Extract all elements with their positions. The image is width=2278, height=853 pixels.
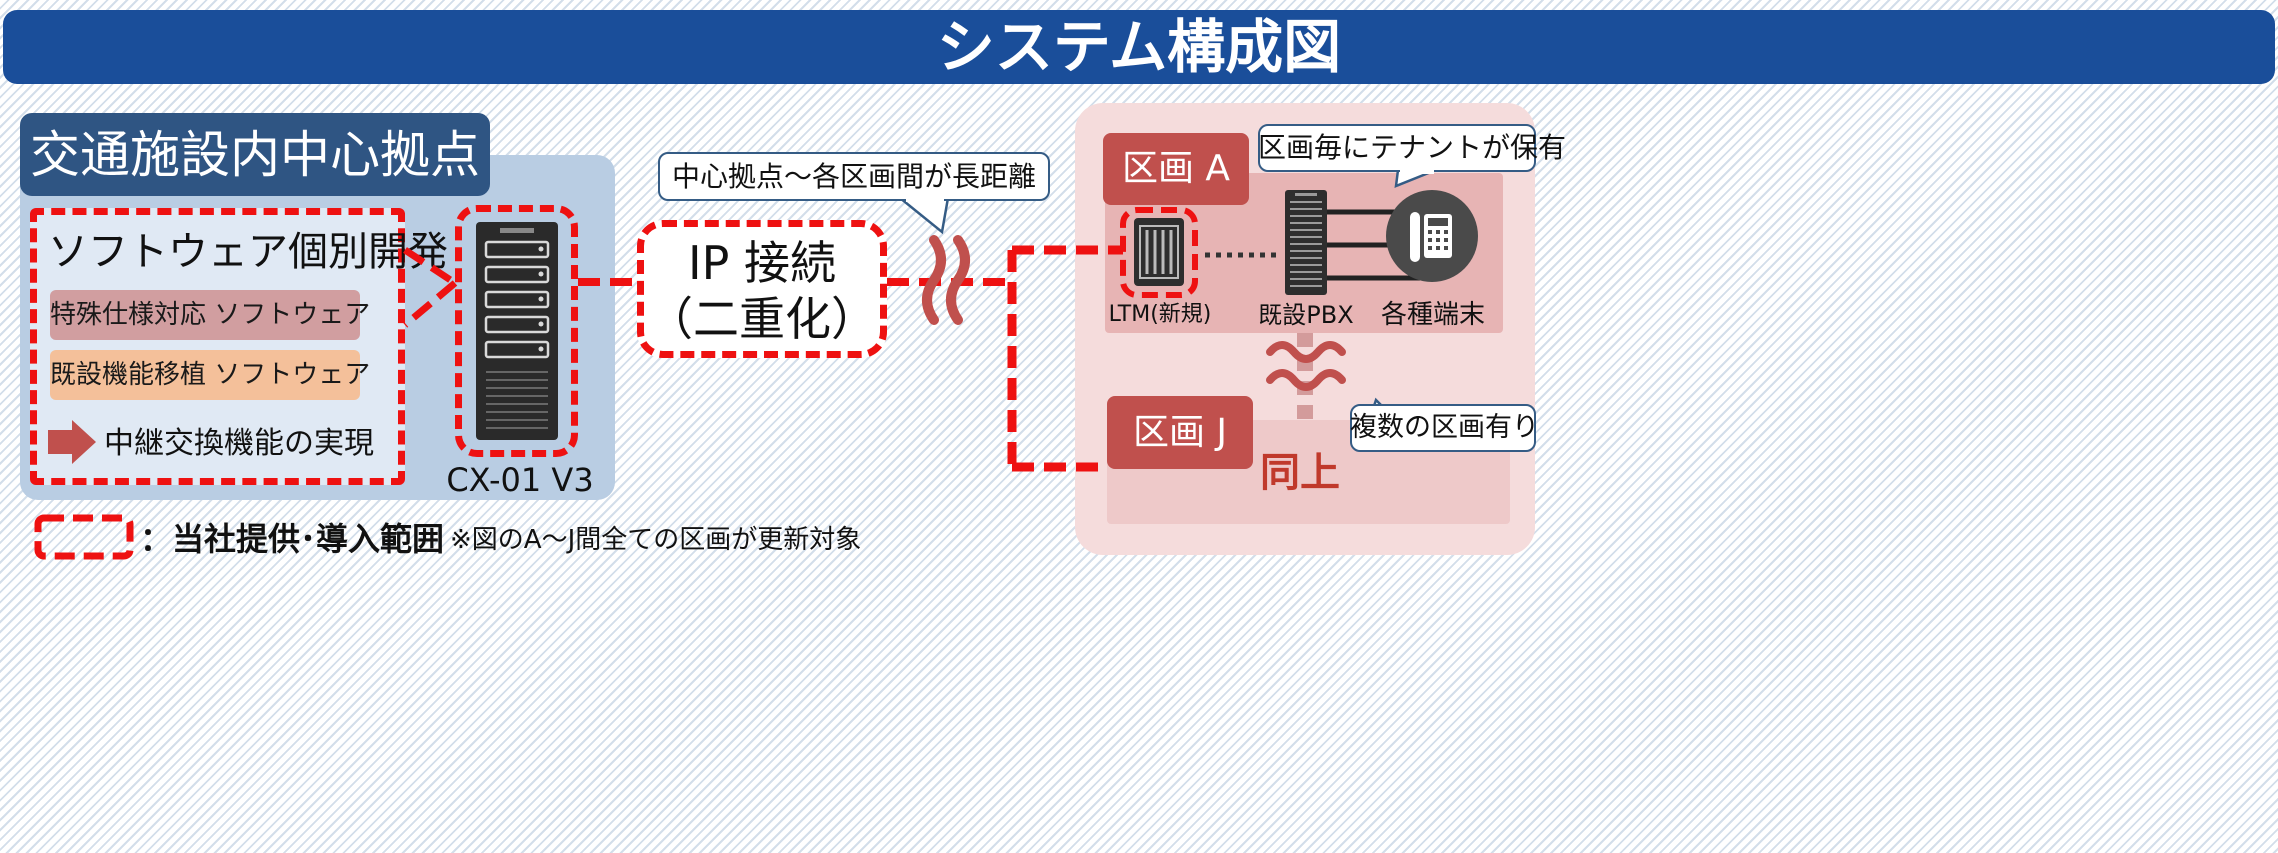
pbx-label: 既設PBX bbox=[1258, 301, 1354, 329]
page-title: システム構成図 bbox=[936, 13, 1342, 81]
section-a-callout bbox=[1258, 124, 1536, 172]
software-item-legacy-label: 既設機能移植 ソフトウェア bbox=[50, 360, 371, 390]
legend-label: ：当社提供･導入範囲 bbox=[140, 520, 445, 558]
telephone-icon bbox=[1386, 190, 1478, 282]
section-j-same-label: 同上 bbox=[1260, 450, 1340, 496]
software-item-special-label: 特殊仕様対応 ソフトウェア bbox=[50, 300, 371, 330]
section-j-callout-text: 複数の区画有り bbox=[1350, 412, 1539, 443]
relay-function-label: 中継交換機能の実現 bbox=[104, 426, 374, 461]
section-j-callout bbox=[1350, 404, 1536, 452]
software-heading: ソフトウェア個別開発 bbox=[48, 229, 448, 275]
connection-callout bbox=[658, 152, 1050, 201]
ltm-device-icon bbox=[1134, 218, 1184, 286]
server-label: CX-01 V3 bbox=[446, 461, 594, 499]
terminals-label: 各種端末 bbox=[1380, 300, 1485, 330]
server-rack-icon bbox=[476, 222, 558, 440]
section-a-title: 区画 A bbox=[1121, 148, 1231, 189]
center-hub-title: 交通施設内中心拠点 bbox=[30, 126, 480, 184]
legend-note: ※図のA～J間全ての区画が更新対象 bbox=[450, 525, 862, 555]
section-a-title-box bbox=[1103, 133, 1249, 205]
title-bar bbox=[3, 10, 2275, 84]
software-item-legacy bbox=[50, 350, 360, 400]
ltm-label: LTM(新規) bbox=[1108, 302, 1212, 327]
pbx-rack-icon bbox=[1285, 190, 1327, 295]
section-j-title-box bbox=[1107, 396, 1253, 469]
section-a-callout-text: 区画毎にテナントが保有 bbox=[1258, 131, 1567, 164]
ip-connection-redundant-label: （二重化） bbox=[647, 292, 877, 346]
section-j-title: 区画 J bbox=[1132, 412, 1228, 453]
legend-scope-icon bbox=[34, 514, 134, 560]
section-wave-icon-1 bbox=[1266, 341, 1346, 363]
connection-callout-pointer bbox=[896, 196, 950, 235]
relay-arrow-icon bbox=[48, 420, 96, 464]
software-to-server-arrow bbox=[402, 247, 458, 328]
server-scope-box bbox=[455, 205, 578, 457]
long-distance-wave-icon-2 bbox=[946, 235, 970, 325]
ip-connection-box bbox=[637, 220, 887, 358]
section-wave-icon-2 bbox=[1266, 369, 1346, 391]
software-item-special bbox=[50, 290, 360, 340]
ip-connection-label: IP 接続 bbox=[688, 236, 836, 290]
connection-callout-text: 中心拠点～各区画間が長距離 bbox=[671, 160, 1036, 193]
long-distance-wave-icon-1 bbox=[922, 235, 946, 325]
center-hub-title-box bbox=[20, 113, 490, 196]
